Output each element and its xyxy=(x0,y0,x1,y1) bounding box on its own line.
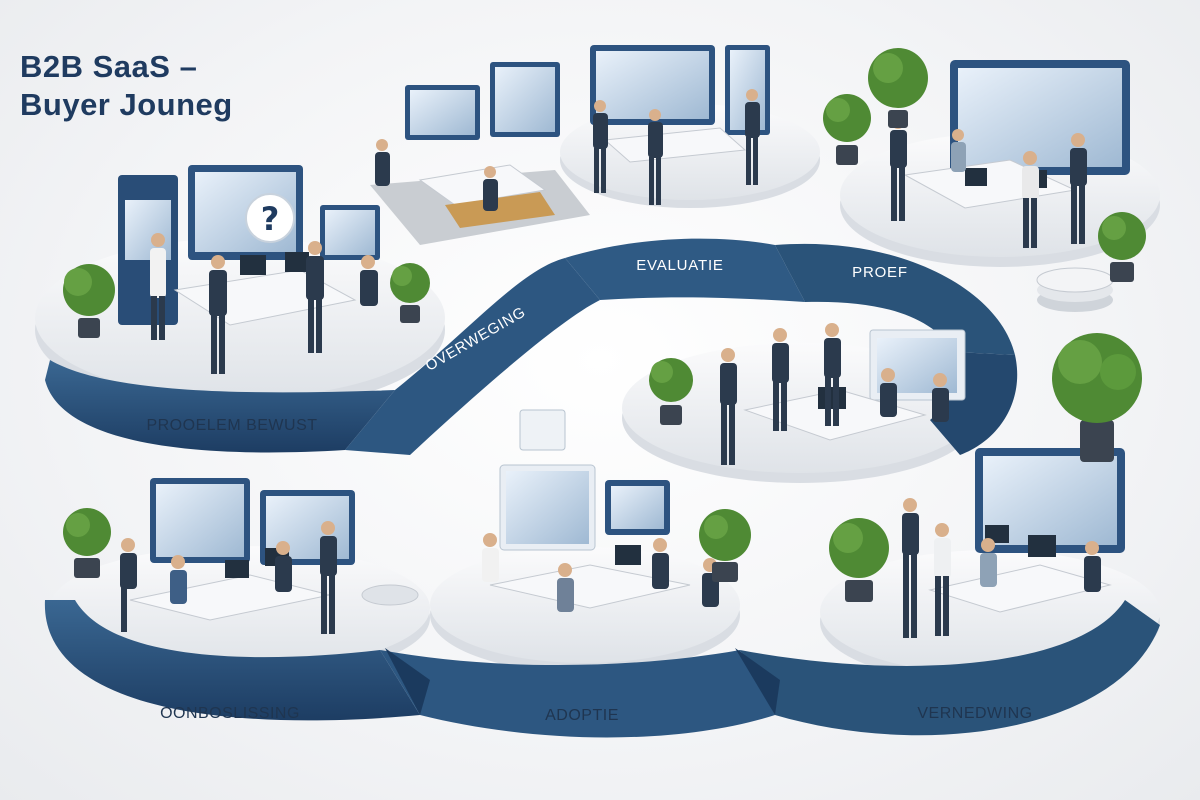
potted-plant xyxy=(63,264,115,338)
person xyxy=(980,538,997,587)
person xyxy=(275,541,292,592)
server-disc-stack xyxy=(1036,267,1114,312)
meeting-table xyxy=(603,127,747,163)
people xyxy=(120,89,1101,638)
stage-label-evaluatie: EVALUATIE xyxy=(636,257,724,274)
person xyxy=(150,233,166,340)
person xyxy=(934,523,951,636)
person xyxy=(170,555,187,604)
question-mark-icon: ? xyxy=(261,200,280,238)
person xyxy=(1022,151,1039,248)
path-segment-5 xyxy=(44,600,421,721)
potted-plant xyxy=(823,94,871,165)
scene-adoptie xyxy=(489,409,691,609)
path-segment-4 xyxy=(775,243,1015,355)
person xyxy=(648,109,663,205)
server-disc xyxy=(361,584,419,606)
meeting-table xyxy=(928,564,1112,613)
person xyxy=(209,255,227,374)
potted-plant xyxy=(649,358,693,425)
title-line-2: Buyer Jouneg xyxy=(20,87,233,122)
scene-vernieuwing xyxy=(928,448,1125,613)
potted-plant xyxy=(829,518,889,602)
question-bubble xyxy=(245,193,295,243)
meeting-table xyxy=(489,564,691,609)
path-chevron-1 xyxy=(385,648,430,715)
person xyxy=(772,328,789,431)
person xyxy=(483,166,498,211)
stage-label-oonbosslissing: OONBOSLISSING xyxy=(160,705,300,722)
person xyxy=(652,538,669,589)
potted-plant xyxy=(699,509,751,582)
title-block: B2B SaaS – Buyer Jouneg xyxy=(20,48,340,124)
person xyxy=(557,563,574,612)
scene-evaluatie xyxy=(903,60,1130,312)
path-segment-1 xyxy=(45,360,395,453)
journey-path xyxy=(44,238,1160,738)
meeting-table xyxy=(418,164,547,206)
plants xyxy=(63,48,1146,602)
person xyxy=(1084,541,1101,592)
person xyxy=(720,348,737,465)
potted-plant xyxy=(63,508,111,578)
person xyxy=(320,521,337,634)
scene-oonbosslissing xyxy=(129,478,419,621)
person xyxy=(932,373,949,422)
potted-plant xyxy=(390,263,430,323)
wooden-desk xyxy=(445,192,555,228)
person xyxy=(482,533,499,582)
path-chevron-2 xyxy=(735,648,780,715)
title-line-1: B2B SaaS – xyxy=(20,49,198,84)
path-segment-4-curve xyxy=(930,352,1018,455)
path-segment-7 xyxy=(740,600,1160,736)
potted-plant xyxy=(1098,212,1146,282)
stage-label-adoptie: ADOPTIE xyxy=(545,707,619,724)
person xyxy=(880,368,897,417)
person xyxy=(593,100,608,193)
person xyxy=(375,139,390,186)
path-segment-6 xyxy=(380,650,775,738)
potted-plant xyxy=(868,48,928,128)
person xyxy=(120,538,137,632)
stage-label-problem-aware: PROOELEM BEWUST xyxy=(146,417,317,434)
path-segment-2 xyxy=(345,258,600,455)
person xyxy=(360,255,378,306)
path-segment-3 xyxy=(565,238,805,302)
stage-label-proef: PROEF xyxy=(852,264,908,281)
stage-label-vernedwing: VERNEDWING xyxy=(917,705,1032,722)
person xyxy=(1070,133,1087,244)
person xyxy=(745,89,760,185)
person xyxy=(306,241,324,353)
potted-plant xyxy=(1052,333,1142,462)
wall-screen xyxy=(519,409,566,451)
person xyxy=(824,323,841,426)
scene-overweging xyxy=(405,45,770,228)
person xyxy=(902,498,919,638)
person xyxy=(951,129,966,172)
